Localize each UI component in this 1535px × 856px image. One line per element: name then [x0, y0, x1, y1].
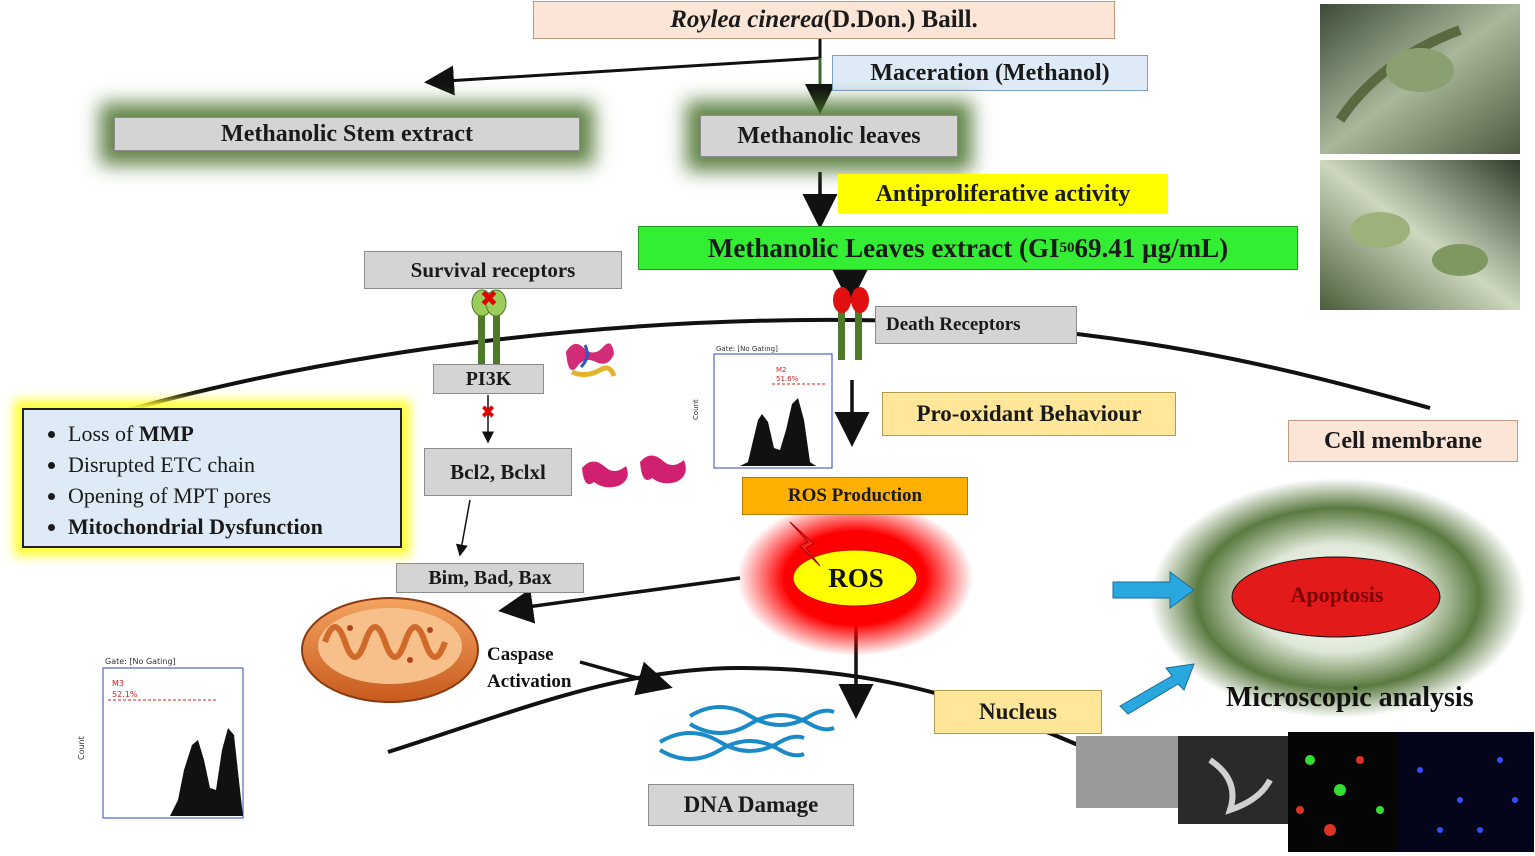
svg-text:Gate: [No Gating]: Gate: [No Gating]	[716, 345, 778, 353]
blue-arrow-icon	[1119, 663, 1195, 715]
plant-photo	[1320, 160, 1520, 310]
ros-production-box: ROS Production	[742, 477, 968, 515]
arrow-ros-to-mito	[498, 576, 741, 624]
microscopic-analysis-label: Microscopic analysis	[1226, 682, 1474, 713]
svg-text:✖: ✖	[480, 287, 498, 312]
protein-structure-icon	[582, 455, 686, 488]
mitochondrion-icon	[301, 597, 479, 703]
apoptosis-ellipse	[1231, 556, 1441, 638]
list-item: Mitochondrial Dysfunction	[68, 511, 400, 542]
apoptosis-label: Apoptosis	[1290, 582, 1384, 607]
caspase-label: Caspase Activation	[487, 644, 572, 692]
plant-name-box: Roylea cinerea (D.Don.) Baill.	[533, 1, 1115, 39]
antiproliferative-label: Antiproliferative activity	[838, 174, 1168, 214]
pi3k-box: PI3K	[433, 364, 544, 394]
leaves-box: Methanolic leaves	[700, 115, 958, 157]
arrow-caspase	[579, 660, 673, 696]
dna-damage-box: DNA Damage	[648, 784, 854, 826]
cell-membrane-line	[99, 317, 1431, 420]
svg-text:51.6%: 51.6%	[776, 375, 799, 383]
ros-ellipse	[792, 549, 918, 607]
list-item: Loss of MMP	[68, 418, 400, 449]
bcl2-box: Bcl2, Bclxl	[424, 448, 572, 496]
blue-arrow-icon	[1112, 571, 1195, 609]
maceration-box: Maceration (Methanol)	[832, 55, 1148, 91]
protein-structure-icon	[566, 343, 617, 378]
nucleus-box: Nucleus	[934, 690, 1102, 734]
lightning-icon	[789, 521, 821, 567]
plant-species-name: Roylea cinerea	[670, 6, 824, 33]
svg-text:M3: M3	[112, 679, 124, 688]
microscopy-phase-image	[1076, 736, 1178, 808]
stem-extract-box: Methanolic Stem extract	[114, 117, 580, 151]
svg-text:Count: Count	[77, 736, 86, 760]
flow-histogram-small: Gate: [No Gating] M2 51.6% Count	[692, 345, 833, 469]
svg-text:Gate: [No Gating]: Gate: [No Gating]	[105, 657, 176, 666]
bim-box: Bim, Bad, Bax	[396, 563, 584, 593]
svg-text:Count: Count	[692, 399, 700, 420]
plant-photo	[1320, 4, 1520, 154]
list-item: Opening of MPT pores	[68, 480, 400, 511]
cell-membrane-box: Cell membrane	[1288, 420, 1518, 462]
death-receptors-box: Death Receptors	[875, 306, 1077, 344]
ros-label: ROS	[828, 563, 884, 593]
mitochondria-effects-list: Loss of MMP Disrupted ETC chain Opening …	[22, 408, 402, 548]
microscopy-dapi-image	[1398, 732, 1534, 852]
survival-receptor-icon: ✖	[471, 287, 507, 364]
arrow-to-stem	[424, 56, 821, 96]
death-receptor-icon	[833, 287, 869, 360]
inhibit-x-icon: ✖	[480, 402, 495, 423]
dna-icon	[658, 705, 835, 761]
pro-oxidant-box: Pro-oxidant Behaviour	[882, 392, 1176, 436]
svg-text:52.1%: 52.1%	[112, 690, 138, 699]
survival-receptors-box: Survival receptors	[364, 251, 622, 289]
flow-histogram-large: Gate: [No Gating] M3 52.1% Count	[77, 657, 244, 819]
svg-text:M2: M2	[776, 366, 787, 374]
list-item: Disrupted ETC chain	[68, 449, 400, 480]
